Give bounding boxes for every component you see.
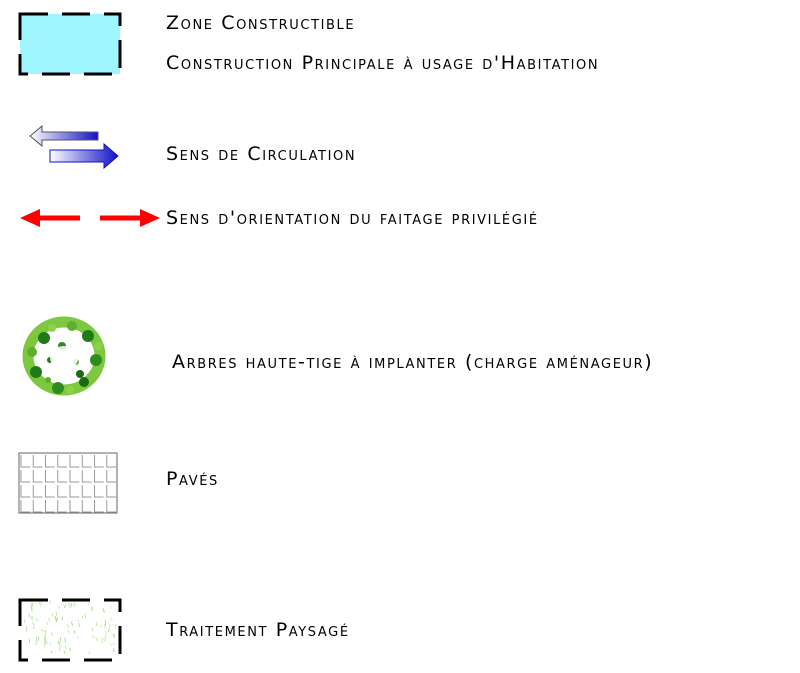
- traffic-direction-arrows-icon: [29, 124, 119, 170]
- dashed-cyan-rectangle-icon: [18, 12, 122, 76]
- zone-constructible-label: Zone Constructible: [166, 12, 356, 34]
- landscaped-area-icon: [18, 598, 122, 662]
- tree-canopy-icon: [22, 316, 106, 396]
- arbres-haute-tige-label: Arbres haute-tige à implanter (charge am…: [172, 351, 654, 373]
- paving-grid-icon: [18, 452, 118, 514]
- red-double-arrow-icon: [20, 209, 160, 227]
- sens-de-circulation-label: Sens de Circulation: [166, 143, 357, 165]
- faitage-orientation-label: Sens d'orientation du faitage privilégié: [166, 207, 539, 229]
- construction-principale-label: Construction Principale à usage d'Habita…: [166, 52, 600, 74]
- paves-label: Pavés: [166, 468, 219, 490]
- traitement-paysage-label: Traitement Paysagé: [166, 619, 350, 641]
